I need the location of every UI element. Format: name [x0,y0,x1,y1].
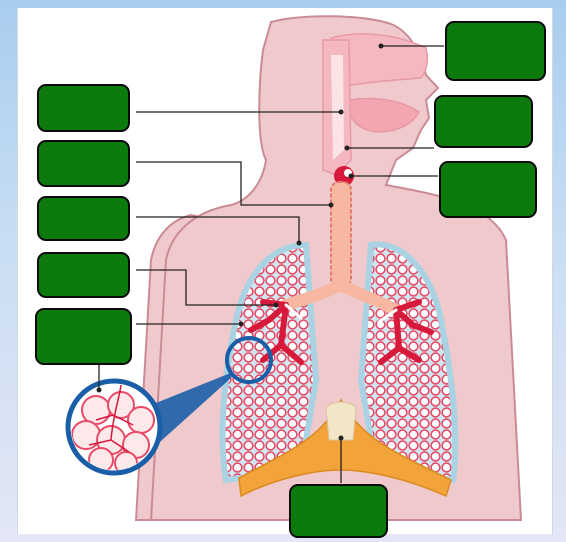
label-box-epiglottis[interactable] [434,95,533,148]
label-box-bronchioles[interactable] [35,308,132,365]
diagram-card [17,8,553,534]
label-box-bronchus[interactable] [37,252,130,298]
label-box-lung[interactable] [37,196,130,241]
trachea-shape [331,182,351,287]
diaphragm-center [326,402,356,440]
label-box-larynx[interactable] [37,140,130,187]
label-box-trachea[interactable] [439,161,537,218]
label-box-pharynx[interactable] [37,84,130,132]
label-box-nasal-cavity[interactable] [445,21,546,81]
pharynx-inner [331,55,344,160]
label-box-diaphragm[interactable] [289,484,388,538]
